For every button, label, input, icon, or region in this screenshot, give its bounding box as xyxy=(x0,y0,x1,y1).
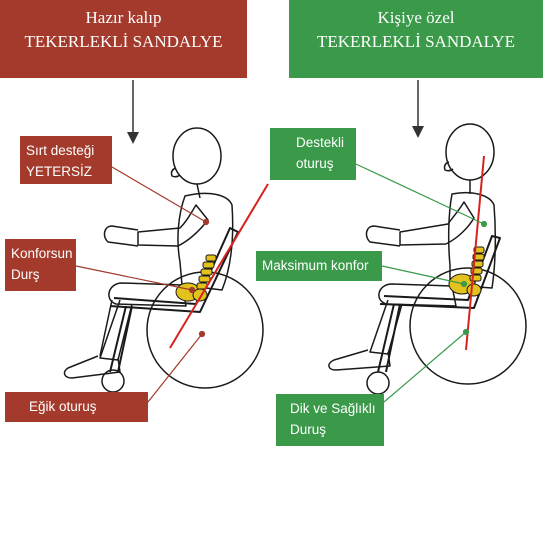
left-arm xyxy=(137,204,209,247)
label-supported-sitting: Destekli oturuş xyxy=(270,128,356,180)
label-uncomfortable-posture: Konforsun Durş xyxy=(5,239,76,291)
header-standard-wheelchair: Hazır kalıp TEKERLEKLİ SANDALYE xyxy=(0,0,247,78)
right-thigh xyxy=(378,283,457,307)
left-hand xyxy=(103,225,139,247)
label-comfort-line2: Durş xyxy=(11,267,40,282)
right-wheel xyxy=(409,267,527,385)
left-leader-lines xyxy=(75,166,210,403)
left-lower-leg xyxy=(99,299,133,361)
label-comfort-line1: Konforsun xyxy=(11,246,73,261)
label-healthy-line1: Dik ve Sağlıklı xyxy=(290,401,376,416)
label-tilted-text: Eğik oturuş xyxy=(29,399,97,414)
left-thigh xyxy=(108,282,187,307)
left-figure xyxy=(63,127,264,393)
right-head xyxy=(445,123,495,181)
header-custom-line1: Kişiye özel xyxy=(377,8,455,27)
left-chair-leg xyxy=(109,305,133,373)
left-chair-seat xyxy=(109,227,239,313)
label-supported-line1: Destekli xyxy=(296,135,345,150)
header-standard-line2: TEKERLEKLİ SANDALYE xyxy=(24,32,223,51)
right-foot xyxy=(328,349,391,371)
header-custom-wheelchair: Kişiye özel TEKERLEKLİ SANDALYE xyxy=(289,0,543,78)
right-spine xyxy=(448,246,485,297)
header-standard-line1: Hazır kalıp xyxy=(85,8,162,27)
label-healthy-line2: Duruş xyxy=(290,422,327,437)
header-custom-line2: TEKERLEKLİ SANDALYE xyxy=(316,32,515,51)
right-figure xyxy=(328,123,527,395)
right-lower-leg xyxy=(369,299,403,355)
label-back-line2: YETERSİZ xyxy=(26,164,93,179)
label-tilted-sitting: Eğik oturuş xyxy=(5,392,148,422)
label-supported-line2: oturuş xyxy=(296,156,334,171)
right-chair-seat xyxy=(379,235,501,309)
right-caster xyxy=(366,371,390,395)
label-upright-healthy-posture: Dik ve Sağlıklı Duruş xyxy=(276,394,384,446)
right-leader-lines xyxy=(355,163,488,403)
left-torso xyxy=(177,192,234,291)
label-back-support-insufficient: Sırt desteği YETERSİZ xyxy=(20,136,112,184)
label-back-line1: Sırt desteği xyxy=(26,143,95,158)
label-maximum-comfort: Maksimum konfor xyxy=(256,251,382,281)
right-chair-leg xyxy=(377,303,401,373)
left-foot xyxy=(63,355,121,379)
right-arm xyxy=(399,201,475,246)
right-upright-axis xyxy=(465,155,485,351)
right-torso xyxy=(447,191,497,289)
left-tilt-axis xyxy=(169,183,269,349)
label-max-comfort-text: Maksimum konfor xyxy=(262,258,369,273)
right-hand xyxy=(365,225,401,247)
